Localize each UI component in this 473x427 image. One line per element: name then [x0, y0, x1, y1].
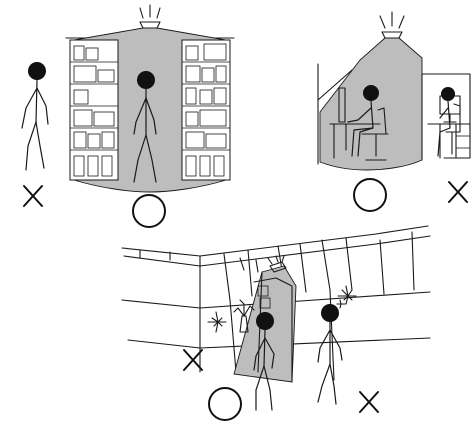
plant-icon — [233, 299, 255, 333]
correct-circle-mark — [208, 387, 242, 421]
scene-warehouse-aisle — [121, 225, 431, 421]
scene-office-desk — [317, 11, 471, 212]
shelf-unit-icon — [69, 39, 119, 181]
computer-monitor-icon — [338, 87, 346, 123]
correct-circle-mark — [353, 178, 387, 212]
stick-figure-icon — [347, 85, 379, 157]
ceiling-light-icon — [139, 4, 161, 29]
stick-figure-icon — [437, 87, 455, 157]
correct-circle-mark — [132, 194, 166, 228]
desk-icon — [427, 123, 471, 159]
desk-icon — [329, 123, 381, 159]
stick-figure-icon — [21, 62, 49, 171]
scene-storage-shelves — [21, 4, 235, 228]
incorrect-x-mark — [359, 391, 379, 413]
stick-figure-icon — [253, 312, 275, 411]
sparkle-icon — [207, 311, 227, 333]
ceiling-light-icon — [267, 255, 287, 273]
office-chair-icon — [361, 107, 389, 161]
shelf-unit-icon — [181, 39, 231, 181]
incorrect-x-mark — [183, 349, 203, 371]
incorrect-x-mark — [23, 185, 43, 207]
incorrect-x-mark — [448, 181, 468, 203]
ceiling-light-icon — [379, 11, 405, 39]
stick-figure-icon — [133, 71, 157, 183]
stick-figure-icon — [317, 304, 343, 405]
office-chair-icon — [443, 103, 461, 159]
sparkle-icon — [336, 285, 357, 309]
